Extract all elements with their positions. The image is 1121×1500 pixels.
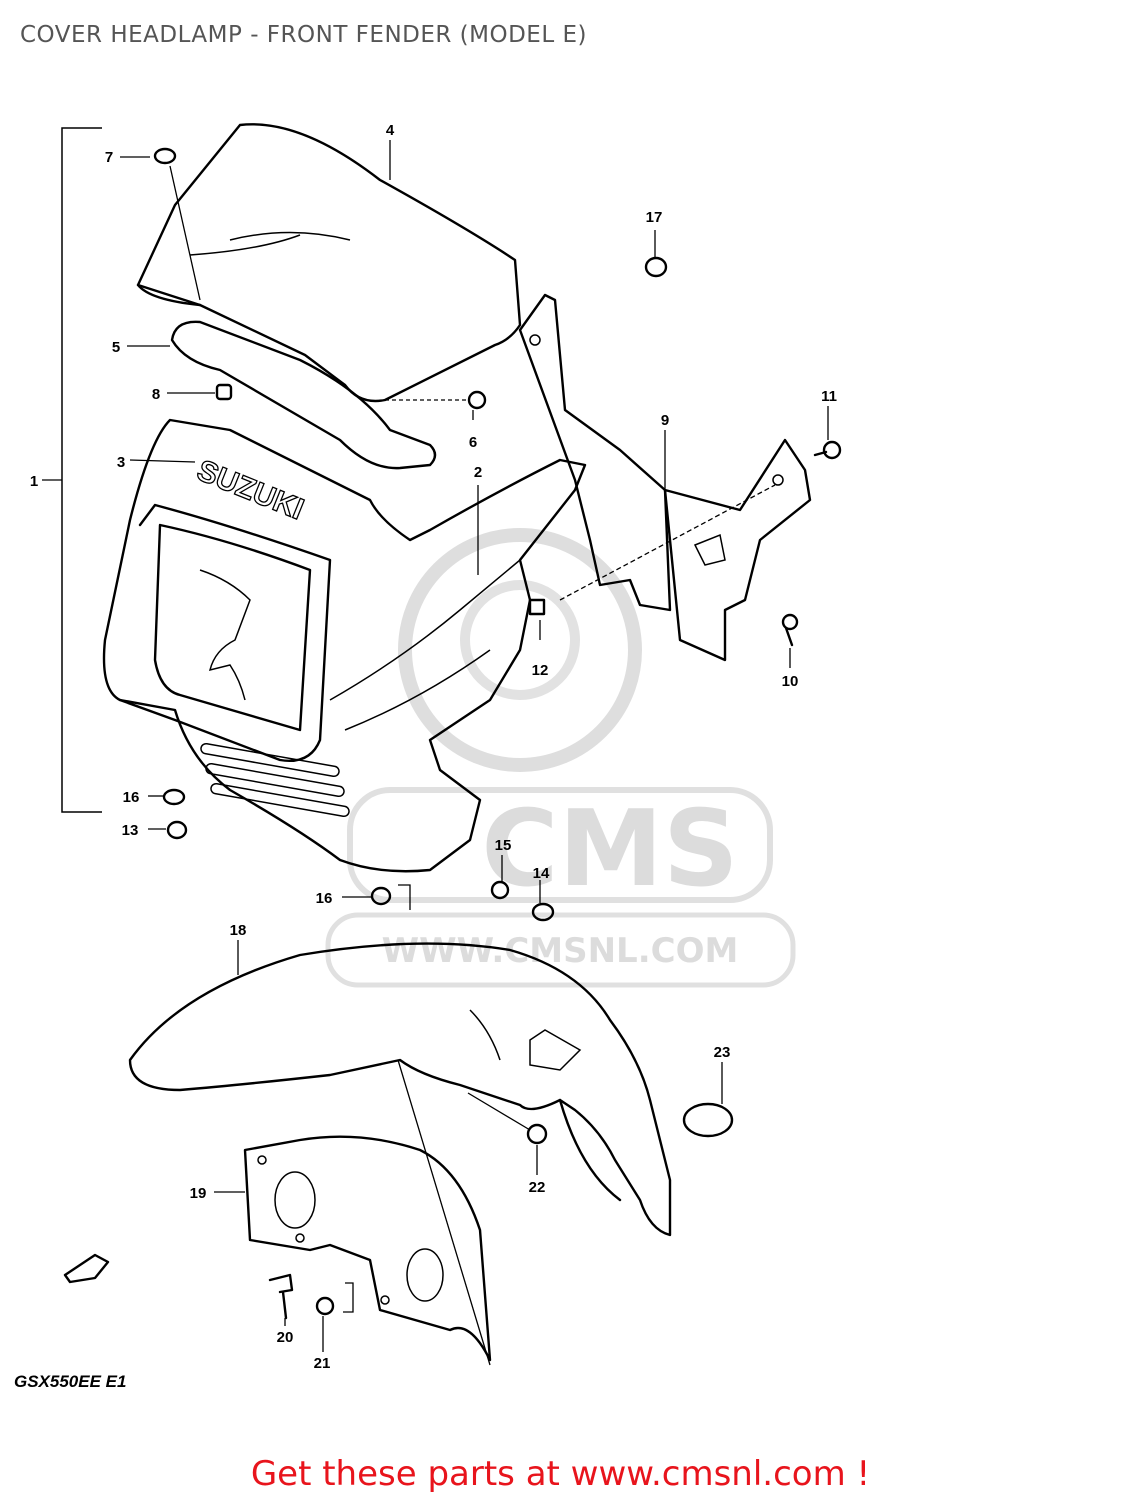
callout-13: 13 xyxy=(122,822,139,839)
callout-labels: 1 2 3 4 5 6 7 8 9 10 11 12 13 14 15 16 1… xyxy=(30,122,837,1372)
callout-16-lower: 16 xyxy=(316,890,333,907)
callout-11: 11 xyxy=(821,388,837,405)
callout-4: 4 xyxy=(386,122,395,139)
callout-1: 1 xyxy=(30,473,38,490)
callout-12: 12 xyxy=(532,662,549,679)
callout-23: 23 xyxy=(714,1044,731,1061)
footer-link[interactable]: Get these parts at www.cmsnl.com ! xyxy=(250,1454,871,1494)
part-mounting-bracket xyxy=(518,293,812,662)
page-title: COVER HEADLAMP - FRONT FENDER (MODEL E) xyxy=(20,22,587,48)
callout-16-upper: 16 xyxy=(123,789,140,806)
callout-22: 22 xyxy=(529,1179,546,1196)
callout-10: 10 xyxy=(782,673,799,690)
watermark-url: WWW.CMSNL.COM xyxy=(382,931,739,971)
callout-8: 8 xyxy=(152,386,160,403)
leader-lines xyxy=(120,140,829,1366)
callout-17: 17 xyxy=(646,209,663,226)
callout-15: 15 xyxy=(495,837,512,854)
callout-6: 6 xyxy=(469,434,477,451)
part-fender-brace xyxy=(243,1135,492,1362)
callout-3: 3 xyxy=(117,454,125,471)
assembly-bracket xyxy=(42,127,102,813)
part-front-fender xyxy=(128,942,672,1237)
part-inner-panel xyxy=(329,559,521,731)
callout-18: 18 xyxy=(230,922,247,939)
callout-21: 21 xyxy=(314,1355,331,1372)
fasteners xyxy=(63,147,842,1320)
part-windscreen xyxy=(136,123,522,403)
callout-7: 7 xyxy=(105,149,113,166)
watermark-brand: CMS xyxy=(481,788,738,910)
callout-20: 20 xyxy=(277,1329,294,1346)
watermark: CMS WWW.CMSNL.COM xyxy=(325,528,796,988)
model-code: GSX550EE E1 xyxy=(14,1372,127,1391)
part-upper-trim xyxy=(170,320,437,470)
callout-5: 5 xyxy=(112,339,120,356)
callout-9: 9 xyxy=(661,412,669,429)
callout-14: 14 xyxy=(533,865,550,882)
callout-19: 19 xyxy=(190,1185,207,1202)
brand-lettering: SUZUKI xyxy=(192,454,308,526)
callout-2: 2 xyxy=(474,464,482,481)
